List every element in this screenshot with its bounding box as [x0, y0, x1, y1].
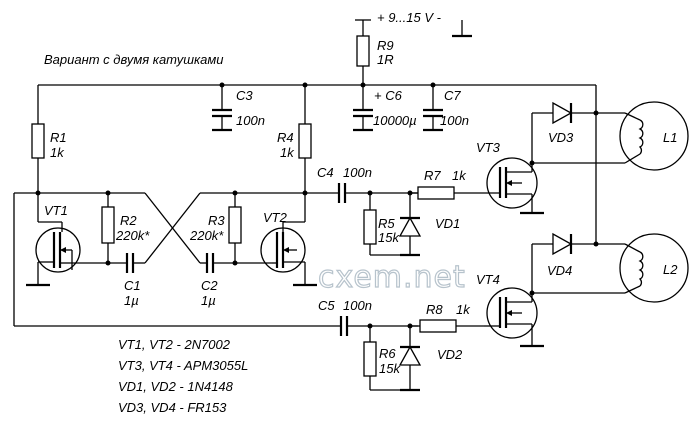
r8-value: 1k — [456, 302, 471, 317]
c5-value: 100n — [343, 298, 372, 313]
c1-value: 1µ — [124, 293, 139, 308]
parts-list-item: VT3, VT4 - APM3055L — [118, 358, 248, 373]
r6-value: 15k — [379, 361, 401, 376]
capacitor-c6: + C6 10000µ — [353, 85, 417, 132]
r8-label: R8 — [426, 302, 443, 317]
resistor-r8: R8 1k — [410, 302, 484, 333]
c2-value: 1µ — [201, 293, 216, 308]
r3-label: R3 — [208, 213, 225, 228]
transistor-vt2: VT2 — [260, 210, 317, 287]
diode-vd1: VD1 — [398, 193, 460, 255]
resistor-r2: R2 220k* — [101, 193, 150, 263]
r4-value: 1k — [280, 145, 295, 160]
resistor-r5: R5 15k — [363, 193, 400, 255]
transistor-vt3: VT3 — [476, 140, 544, 215]
l2-label: L2 — [663, 262, 678, 277]
r3-value: 220k* — [189, 228, 224, 243]
vd2-label: VD2 — [437, 347, 463, 362]
diode-vd3: VD3 — [529, 101, 596, 166]
supply-label: + 9...15 V - — [377, 10, 442, 25]
r1-label: R1 — [50, 130, 67, 145]
capacitor-c1: C1 1µ — [70, 253, 145, 308]
vd4-label: VD4 — [547, 263, 572, 278]
r5-value: 15k — [378, 230, 400, 245]
capacitor-c7: C7 100n — [423, 85, 469, 132]
parts-list-item: VD3, VD4 - FR153 — [118, 400, 227, 415]
watermark: cxem.net — [318, 260, 466, 295]
c6-label: + C6 — [374, 88, 403, 103]
transistor-vt4: VT4 — [476, 272, 544, 348]
resistor-r3: R3 220k* — [189, 193, 242, 263]
diode-vd4: VD4 — [529, 232, 596, 296]
r5-label: R5 — [378, 216, 395, 231]
r7-value: 1k — [452, 168, 467, 183]
coil-l2: L2 — [532, 233, 689, 303]
resistor-r7: R7 1k — [410, 168, 481, 200]
r7-label: R7 — [424, 168, 441, 183]
c1-label: C1 — [124, 278, 141, 293]
vt4-label: VT4 — [476, 272, 500, 287]
capacitor-c5: C5 100n — [318, 298, 418, 336]
resistor-r9 — [356, 35, 370, 67]
r9-value: 1R — [377, 52, 394, 67]
vd1-label: VD1 — [435, 216, 460, 231]
supply-section: + 9...15 V - R9 1R — [355, 10, 472, 85]
c7-label: C7 — [444, 88, 461, 103]
capacitor-c2: C2 1µ — [200, 253, 272, 308]
diode-vd2: VD2 — [398, 326, 463, 390]
vt3-label: VT3 — [476, 140, 501, 155]
c6-value: 10000µ — [373, 113, 417, 128]
vt2-label: VT2 — [263, 210, 288, 225]
resistor-r1: R1 1k — [31, 85, 67, 193]
vt1-label: VT1 — [44, 203, 68, 218]
diagram-title: Вариант с двумя катушками — [44, 52, 224, 67]
r6-label: R6 — [379, 346, 396, 361]
c3-value: 100n — [236, 113, 265, 128]
capacitor-c4: C4 100n — [305, 165, 418, 203]
r4-label: R4 — [277, 130, 294, 145]
resistor-r6: R6 15k — [363, 326, 401, 390]
c4-value: 100n — [343, 165, 372, 180]
vd3-label: VD3 — [548, 130, 574, 145]
c7-value: 100n — [440, 113, 469, 128]
parts-list: VT1, VT2 - 2N7002 VT3, VT4 - APM3055L VD… — [118, 337, 248, 415]
c4-label: C4 — [317, 165, 334, 180]
capacitor-c3: C3 100n — [212, 85, 265, 132]
r9-label: R9 — [377, 38, 394, 53]
c2-label: C2 — [201, 278, 218, 293]
l1-label: L1 — [663, 130, 677, 145]
coil-l1: L1 — [532, 101, 689, 171]
transistor-vt1: VT1 — [26, 203, 81, 287]
parts-list-item: VD1, VD2 - 1N4148 — [118, 379, 234, 394]
r2-value: 220k* — [115, 228, 150, 243]
resistor-r4: R4 1k — [277, 85, 312, 193]
parts-list-item: VT1, VT2 - 2N7002 — [118, 337, 231, 352]
r1-value: 1k — [50, 145, 65, 160]
c5-label: C5 — [318, 298, 335, 313]
c3-label: C3 — [236, 88, 253, 103]
r2-label: R2 — [120, 213, 137, 228]
